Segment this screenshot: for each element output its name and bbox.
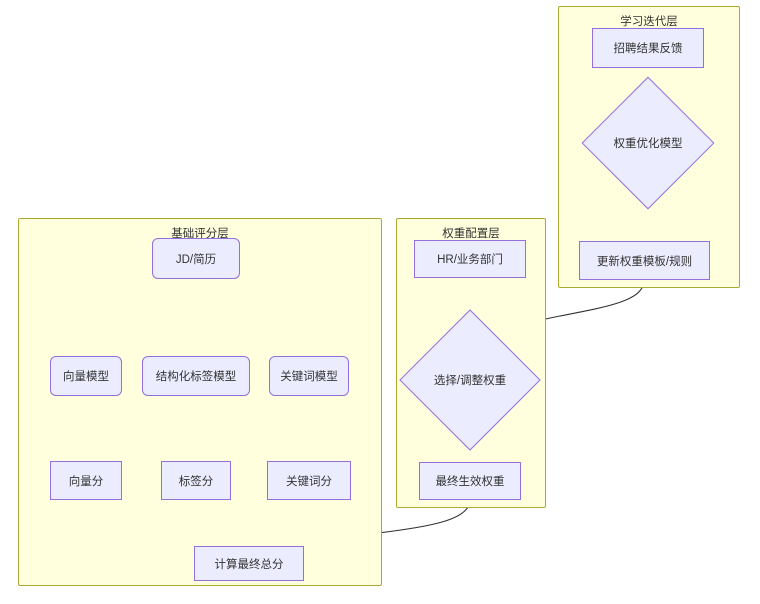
node-hr-business-dept[interactable]: HR/业务部门: [414, 240, 526, 278]
subgraph-base-scoring: 基础评分层: [18, 218, 382, 586]
node-keyword-model[interactable]: 关键词模型: [269, 356, 349, 396]
node-calculate-total-score[interactable]: 计算最终总分: [194, 546, 304, 581]
subgraph-base-scoring-title: 基础评分层: [171, 228, 229, 240]
subgraph-weight-config-title: 权重配置层: [442, 228, 500, 240]
node-select-adjust-weight-label: 选择/调整权重: [433, 375, 507, 387]
node-vector-score[interactable]: 向量分: [50, 461, 122, 500]
node-final-effective-weight[interactable]: 最终生效权重: [419, 462, 521, 500]
node-jd-resume[interactable]: JD/简历: [152, 238, 240, 279]
node-structured-tag-model[interactable]: 结构化标签模型: [142, 356, 250, 396]
node-select-adjust-weight[interactable]: 选择/调整权重: [399, 309, 541, 451]
node-weight-optimization-model[interactable]: 权重优化模型: [581, 76, 715, 210]
node-tag-score[interactable]: 标签分: [161, 461, 231, 500]
node-vector-model[interactable]: 向量模型: [50, 356, 122, 396]
node-keyword-score[interactable]: 关键词分: [267, 461, 351, 500]
node-update-weight-template-rules[interactable]: 更新权重模板/规则: [579, 241, 710, 280]
subgraph-learning-iteration-title: 学习迭代层: [620, 16, 678, 28]
node-recruitment-result-feedback[interactable]: 招聘结果反馈: [592, 28, 704, 68]
node-weight-optimization-model-label: 权重优化模型: [613, 138, 683, 150]
